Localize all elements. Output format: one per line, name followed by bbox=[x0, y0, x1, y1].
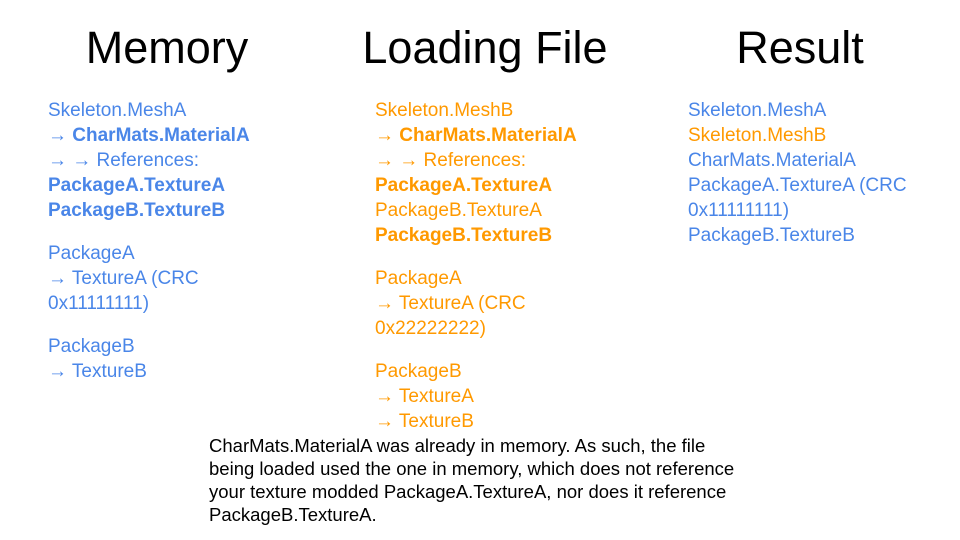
column-heading-loading-file: Loading File bbox=[362, 22, 608, 73]
text-line: PackageB bbox=[48, 334, 358, 359]
text-segment: → TextureA (CRC bbox=[48, 268, 199, 289]
text-segment: PackageB.TextureB bbox=[48, 200, 226, 221]
caption-line: CharMats.MaterialA was already in memory… bbox=[209, 435, 706, 456]
text-line: → → References: bbox=[48, 148, 358, 173]
text-segment: CharMats.MaterialA bbox=[72, 125, 250, 146]
text-block: Skeleton.MeshB→ CharMats.MaterialA→ → Re… bbox=[375, 98, 685, 248]
text-segment: Skeleton.MeshA bbox=[688, 100, 827, 121]
text-block: PackageA → TextureA (CRC 0x11111111) bbox=[48, 241, 358, 316]
text-block: PackageA → TextureA (CRC 0x22222222) bbox=[375, 266, 685, 341]
text-segment: PackageA.TextureA bbox=[48, 175, 226, 196]
text-line: 0x11111111) bbox=[688, 198, 960, 223]
text-line: → TextureB bbox=[375, 409, 685, 434]
text-segment: PackageA bbox=[48, 243, 135, 264]
text-line: PackageB.TextureB bbox=[688, 223, 960, 248]
text-segment: PackageB.TextureB bbox=[688, 225, 855, 246]
text-line: Skeleton.MeshB bbox=[375, 98, 685, 123]
text-line: → TextureB bbox=[48, 359, 358, 384]
caption-line: PackageB.TextureA. bbox=[209, 504, 377, 525]
text-segment: PackageB bbox=[48, 336, 135, 357]
text-segment: → TextureA (CRC bbox=[375, 293, 526, 314]
text-segment: → → References: bbox=[48, 150, 199, 171]
text-segment: PackageA bbox=[375, 268, 462, 289]
column-heading-memory: Memory bbox=[85, 22, 249, 73]
text-segment: → bbox=[48, 125, 73, 146]
caption-line: being loaded used the one in memory, whi… bbox=[209, 458, 735, 479]
text-line: PackageA.TextureA bbox=[375, 173, 685, 198]
text-segment: → TextureB bbox=[48, 361, 147, 382]
text-line: CharMats.MaterialA bbox=[688, 148, 960, 173]
memory-column-text: Skeleton.MeshA→ CharMats.MaterialA→ → Re… bbox=[48, 98, 358, 402]
column-heading-result: Result bbox=[736, 22, 864, 73]
text-block: Skeleton.MeshA→ CharMats.MaterialA→ → Re… bbox=[48, 98, 358, 223]
text-line: PackageB.TextureB bbox=[48, 198, 358, 223]
text-line: 0x11111111) bbox=[48, 291, 358, 316]
text-segment: CharMats.MaterialA bbox=[399, 125, 577, 146]
caption-line: your texture modded PackageA.TextureA, n… bbox=[209, 481, 727, 502]
text-line: → CharMats.MaterialA bbox=[48, 123, 358, 148]
explanation-caption: CharMats.MaterialA was already in memory… bbox=[209, 434, 734, 526]
text-segment: PackageA.TextureA (CRC bbox=[688, 175, 907, 196]
text-segment: PackageB bbox=[375, 361, 462, 382]
text-line: 0x22222222) bbox=[375, 316, 685, 341]
text-segment: Skeleton.MeshB bbox=[688, 125, 827, 146]
text-segment: → → References: bbox=[375, 150, 526, 171]
text-segment: 0x11111111) bbox=[48, 293, 150, 314]
text-line: PackageA bbox=[375, 266, 685, 291]
text-line: Skeleton.MeshA bbox=[688, 98, 960, 123]
text-segment: 0x22222222) bbox=[375, 318, 486, 339]
text-segment: → TextureA bbox=[375, 386, 474, 407]
text-line: → TextureA bbox=[375, 384, 685, 409]
result-column-text: Skeleton.MeshA Skeleton.MeshB CharMats.Mat… bbox=[688, 98, 960, 266]
text-block: PackageB → TextureA → TextureB bbox=[375, 359, 685, 434]
text-block: PackageB → TextureB bbox=[48, 334, 358, 384]
text-block: Skeleton.MeshA Skeleton.MeshB CharMats.Mat… bbox=[688, 98, 960, 248]
text-segment: Skeleton.MeshB bbox=[375, 100, 514, 121]
loading-file-column-text: Skeleton.MeshB→ CharMats.MaterialA→ → Re… bbox=[375, 98, 685, 452]
text-line: Skeleton.MeshB bbox=[688, 123, 960, 148]
text-line: PackageA bbox=[48, 241, 358, 266]
text-line: PackageB.TextureA bbox=[375, 198, 685, 223]
text-line: → TextureA (CRC bbox=[48, 266, 358, 291]
text-line: PackageA.TextureA bbox=[48, 173, 358, 198]
text-segment: PackageB.TextureB bbox=[375, 225, 553, 246]
text-line: → TextureA (CRC bbox=[375, 291, 685, 316]
text-segment: Skeleton.MeshA bbox=[48, 100, 187, 121]
text-segment: PackageB.TextureA bbox=[375, 200, 542, 221]
text-line: PackageB.TextureB bbox=[375, 223, 685, 248]
text-segment: CharMats.MaterialA bbox=[688, 150, 856, 171]
text-line: → CharMats.MaterialA bbox=[375, 123, 685, 148]
text-line: PackageA.TextureA (CRC bbox=[688, 173, 960, 198]
text-segment: 0x11111111) bbox=[688, 200, 790, 221]
text-line: PackageB bbox=[375, 359, 685, 384]
text-segment: → bbox=[375, 125, 400, 146]
text-line: Skeleton.MeshA bbox=[48, 98, 358, 123]
text-segment: PackageA.TextureA bbox=[375, 175, 553, 196]
text-line: → → References: bbox=[375, 148, 685, 173]
text-segment: → TextureB bbox=[375, 411, 474, 432]
